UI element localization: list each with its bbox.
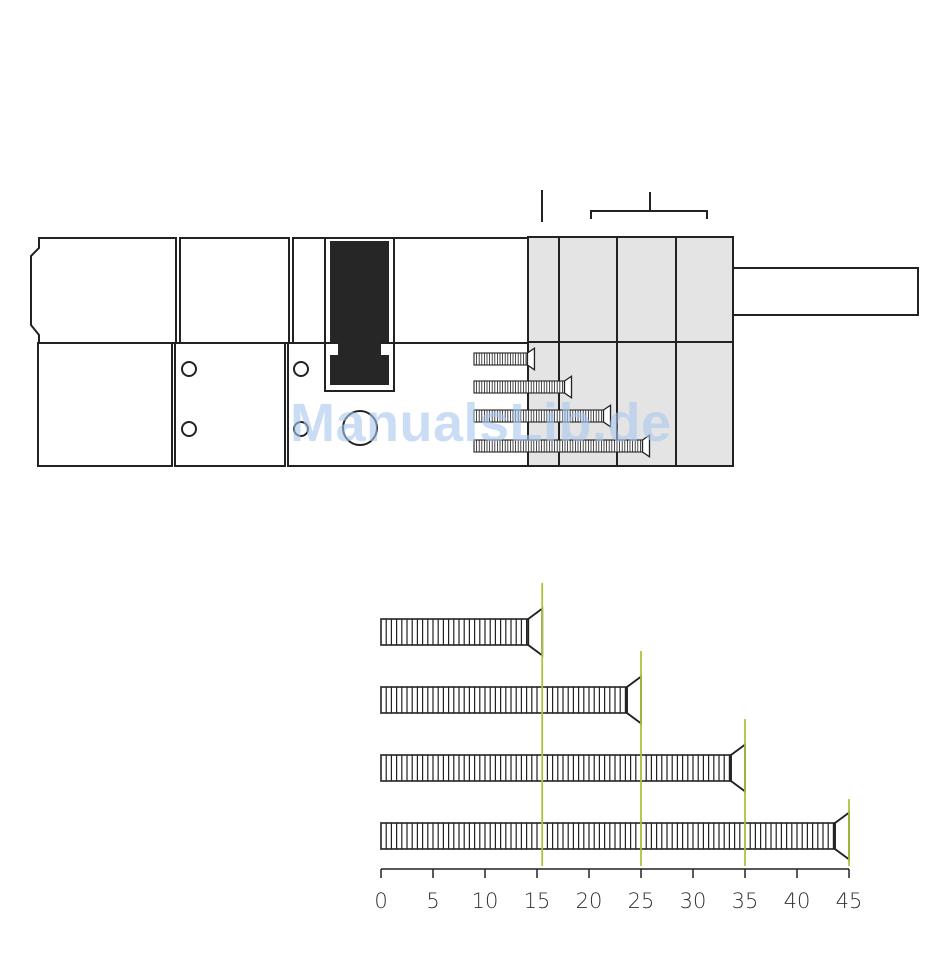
cylinder-shaft bbox=[733, 268, 918, 315]
screw-length-chart bbox=[381, 609, 849, 860]
tick-label: 20 bbox=[576, 889, 603, 913]
screw bbox=[381, 813, 849, 860]
cylinder-upper-segment-1 bbox=[180, 238, 289, 343]
screw bbox=[381, 677, 641, 724]
tick-label: 35 bbox=[732, 889, 759, 913]
screw-head bbox=[731, 745, 745, 792]
cylinder-left-end bbox=[31, 238, 176, 343]
screw-head bbox=[627, 677, 641, 724]
cylinder-upper-segment-3 bbox=[394, 238, 528, 343]
tick-label: 30 bbox=[680, 889, 707, 913]
tick-label: 5 bbox=[426, 889, 439, 913]
cylinder-lower-left bbox=[38, 343, 172, 466]
tick-label: 45 bbox=[836, 889, 863, 913]
pin-hole bbox=[182, 422, 196, 436]
screw bbox=[381, 609, 542, 656]
pin-hole bbox=[294, 362, 308, 376]
dimension-bracket bbox=[591, 192, 707, 219]
length-scale bbox=[381, 869, 849, 878]
cam bbox=[330, 241, 389, 385]
tick-label: 25 bbox=[628, 889, 655, 913]
tick-label: 40 bbox=[784, 889, 811, 913]
tick-label: 0 bbox=[374, 889, 387, 913]
screw-head bbox=[835, 813, 849, 860]
screw bbox=[474, 348, 534, 370]
scale-tick-labels: 0 5 10 15 20 25 30 35 40 45 bbox=[374, 889, 862, 913]
tick-label: 10 bbox=[472, 889, 499, 913]
screw bbox=[381, 745, 745, 792]
watermark: ManualsLib.de bbox=[290, 392, 672, 454]
screw-head bbox=[528, 609, 542, 656]
tick-label: 15 bbox=[524, 889, 551, 913]
cylinder-upper-segment-2 bbox=[293, 238, 325, 343]
pin-hole bbox=[182, 362, 196, 376]
